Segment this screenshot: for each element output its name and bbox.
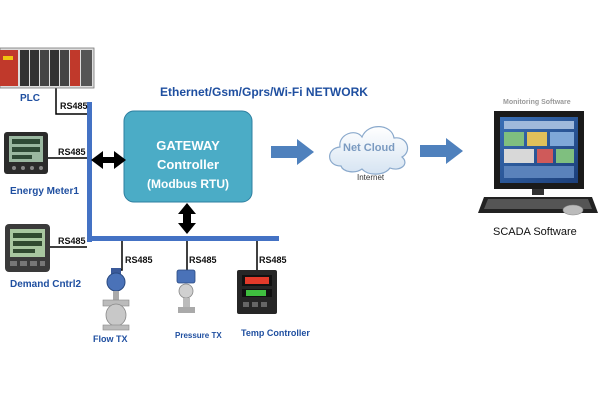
- plc-wire: [55, 88, 87, 115]
- energy-meter-rs485-label: RS485: [58, 147, 86, 157]
- temp-rs485-label: RS485: [259, 255, 287, 265]
- scada-software-label: SCADA Software: [493, 226, 577, 238]
- horizontal-bus: [87, 236, 279, 241]
- temp-controller-image: [237, 270, 277, 314]
- gateway-label-line2: Controller: [156, 157, 220, 172]
- gateway-box: [123, 110, 253, 203]
- pressure-tx-label: Pressure TX: [175, 331, 222, 340]
- gateway-label-line1: GATEWAY: [156, 138, 220, 153]
- plc-image: [0, 47, 95, 89]
- flow-rs485-label: RS485: [125, 255, 153, 265]
- flow-tx-label: Flow TX: [93, 334, 128, 344]
- cloud-caption: Internet: [357, 173, 385, 182]
- energy-meter-label: Energy Meter1: [10, 186, 79, 197]
- energy-meter-image: [4, 132, 48, 174]
- double-arrow-vertical: [178, 203, 196, 234]
- plc-rs485-label: RS485: [60, 101, 88, 111]
- arrow-to-cloud: [271, 139, 314, 165]
- demand-controller-rs485-label: RS485: [58, 236, 86, 246]
- cloud-label: Net Cloud: [343, 142, 395, 154]
- cloud-icon: [329, 126, 409, 175]
- gateway-label-line3: (Modbus RTU): [147, 177, 229, 191]
- network-title: Ethernet/Gsm/Gprs/Wi-Fi NETWORK: [160, 85, 368, 99]
- pressure-tx-image: [176, 269, 196, 313]
- scada-computer-image: [478, 111, 598, 216]
- demand-controller-image: [5, 224, 50, 272]
- pressure-rs485-label: RS485: [189, 255, 217, 265]
- monitoring-software-label: Monitoring Software: [503, 99, 571, 106]
- double-arrow-horizontal: [91, 151, 126, 169]
- vertical-bus: [87, 102, 92, 242]
- arrow-to-scada: [420, 138, 463, 164]
- demand-controller-label: Demand Cntrl2: [10, 279, 82, 290]
- flow-tx-image: [102, 268, 130, 331]
- temp-controller-label: Temp Controller: [241, 328, 310, 338]
- plc-label: PLC: [20, 93, 40, 104]
